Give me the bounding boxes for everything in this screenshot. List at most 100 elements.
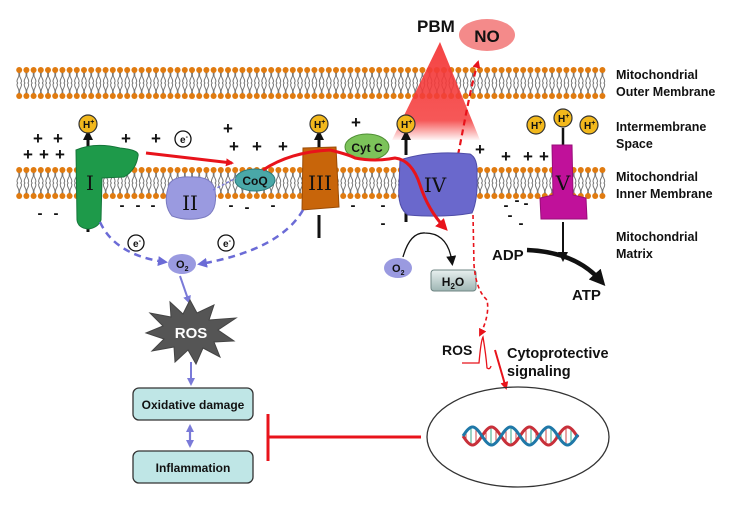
- plus-charge: +: [39, 145, 49, 164]
- outer-membrane: [16, 67, 606, 99]
- minus-charge: -: [351, 197, 356, 214]
- svg-text:e-: e-: [223, 238, 232, 250]
- minus-charge: -: [136, 197, 141, 214]
- oxidative-damage-label: Oxidative damage: [142, 398, 245, 412]
- complex3: [301, 146, 340, 211]
- cytc-label: Cyt C: [351, 141, 383, 155]
- electron-flow-c1-coq: [145, 151, 234, 167]
- no-bubble: [459, 19, 515, 51]
- minus-charge: -: [271, 197, 276, 214]
- proton-icon: H+: [78, 114, 98, 134]
- proton-icon: H+: [553, 108, 573, 128]
- intermembrane-space-label: Intermembrane Space: [616, 120, 710, 151]
- complex2: [165, 176, 216, 220]
- plus-charge: +: [475, 140, 485, 159]
- electron-flow-coq-c4: [262, 148, 448, 231]
- plus-charge: +: [53, 129, 63, 148]
- outer-membrane-label: Mitochondrial Outer Membrane: [616, 68, 715, 99]
- minus-charge: -: [508, 207, 513, 224]
- complex4: [398, 152, 478, 217]
- plus-charge: +: [523, 147, 533, 166]
- o2-right-label: O2: [392, 263, 405, 277]
- cytoprotective-label: Cytoprotective signaling: [507, 346, 613, 380]
- atp-label: ATP: [572, 287, 601, 304]
- ros-starburst: [144, 298, 238, 366]
- adp-label: ADP: [492, 247, 524, 264]
- pbm-label: PBM: [417, 17, 455, 36]
- o2-to-h2o-arrow: [402, 232, 457, 266]
- complex4-label: IV: [424, 173, 447, 197]
- plus-charge: +: [351, 113, 361, 132]
- minus-charge: -: [54, 205, 59, 222]
- nucleus: [426, 386, 610, 488]
- plus-charge: +: [33, 129, 43, 148]
- minus-charge: -: [381, 197, 386, 214]
- svg-text:H+: H+: [401, 119, 412, 131]
- plus-charge: +: [229, 137, 239, 156]
- o2-molecule-left: [168, 254, 196, 274]
- minus-charge: -: [381, 215, 386, 232]
- ros-spike-icon: [462, 335, 492, 370]
- inner-membrane-label: Mitochondrial Inner Membrane: [616, 170, 713, 201]
- ros-burst-label: ROS: [175, 325, 208, 342]
- minus-charge: -: [38, 205, 43, 222]
- electron-leak-c3-o2: [197, 209, 305, 268]
- minus-charge: -: [504, 197, 509, 214]
- matrix-label: Mitochondrial Matrix: [616, 230, 701, 261]
- plus-charge: +: [121, 129, 131, 148]
- svg-text:H+: H+: [83, 119, 94, 131]
- o2-molecule-right: [384, 258, 412, 278]
- plus-charge: +: [539, 147, 549, 166]
- atp-synthesis-arrow: [526, 247, 606, 286]
- svg-text:H+: H+: [531, 120, 542, 132]
- minus-charge: -: [151, 197, 156, 214]
- proton-icon: H+: [526, 115, 546, 135]
- o2-to-ros-arrow: [179, 275, 191, 304]
- coq-label: CoQ: [242, 174, 267, 188]
- o2-left-label: O2: [176, 259, 189, 273]
- proton-icon: H+: [309, 114, 329, 134]
- ros-signal-label: ROS: [442, 342, 472, 358]
- pbm-light-beam: [392, 42, 480, 140]
- minus-charge: -: [245, 199, 250, 216]
- complex5-label: V: [555, 171, 571, 195]
- electron-flow-c2-coq: [212, 177, 237, 191]
- complex2-label: II: [182, 191, 198, 215]
- oxidative-damage-box: [132, 387, 254, 421]
- svg-text:H+: H+: [558, 113, 569, 125]
- svg-text:e-: e-: [133, 238, 142, 250]
- minus-charge: -: [229, 197, 234, 214]
- complex5: [539, 144, 588, 220]
- no-release-arrow: [456, 60, 481, 156]
- dna-helix-icon: [461, 425, 580, 447]
- plus-charge: +: [501, 147, 511, 166]
- minus-charge: -: [515, 192, 520, 209]
- svg-text:e-: e-: [180, 134, 189, 146]
- plus-charge: +: [151, 129, 161, 148]
- inflammation-label: Inflammation: [156, 461, 231, 475]
- plus-charge: +: [252, 137, 262, 156]
- proton-icon: H+: [396, 114, 416, 134]
- plus-charge: +: [278, 137, 288, 156]
- proton-icon: H+: [579, 115, 599, 135]
- electron-icon: e-: [174, 130, 192, 148]
- complex1-label: I: [86, 171, 94, 195]
- ros-signal-dashed-arrow: [472, 214, 489, 337]
- minus-charge: -: [524, 195, 529, 212]
- no-label: NO: [474, 27, 500, 46]
- electron-leak-c1-o2: [98, 221, 168, 266]
- plus-charge: +: [23, 145, 33, 164]
- plus-charge: +: [55, 145, 65, 164]
- plus-charge: +: [223, 119, 233, 138]
- complex3-label: III: [308, 171, 332, 195]
- minus-charge: -: [120, 197, 125, 214]
- h2o-label: H2O: [442, 275, 464, 291]
- electron-icon: e-: [217, 234, 235, 252]
- inflammation-box: [132, 450, 254, 484]
- minus-charge: -: [519, 215, 524, 232]
- coq-carrier: [234, 168, 276, 192]
- electron-icon: e-: [127, 234, 145, 252]
- dna-strand: [461, 425, 580, 447]
- complex1: [75, 144, 139, 230]
